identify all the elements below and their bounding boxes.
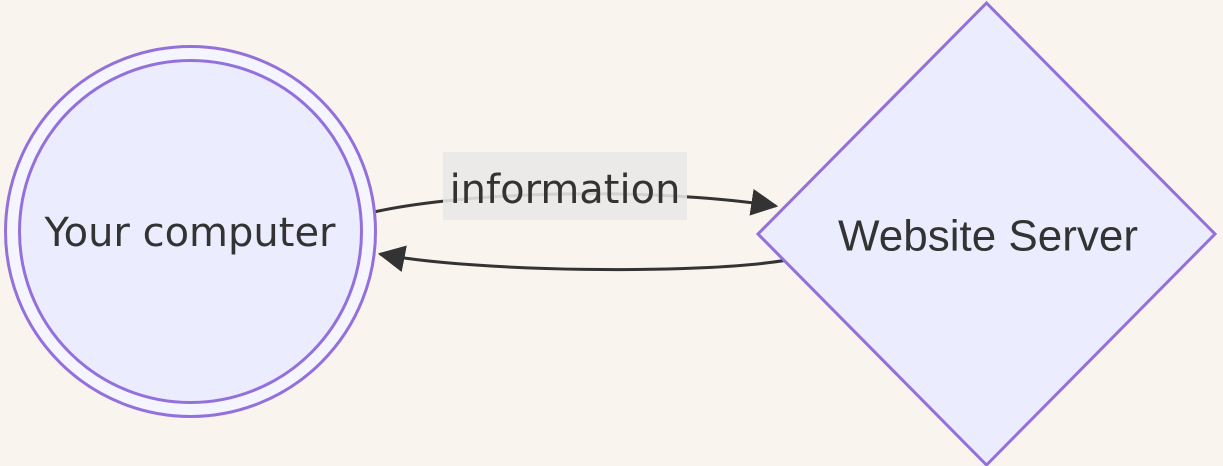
node-website-server: Website Server [755, 0, 1218, 466]
edge-back-arrow [377, 245, 788, 272]
node-website-server-label: Website Server [838, 212, 1138, 261]
node-your-computer-label: Your computer [43, 210, 336, 256]
edge-label-background [443, 152, 687, 220]
node-your-computer-inner-circle [18, 59, 363, 404]
edge-label-text: information [450, 167, 681, 213]
node-website-server-diamond [755, 0, 1218, 466]
node-your-computer: Your computer [4, 45, 377, 418]
edge-label: information [443, 152, 687, 220]
